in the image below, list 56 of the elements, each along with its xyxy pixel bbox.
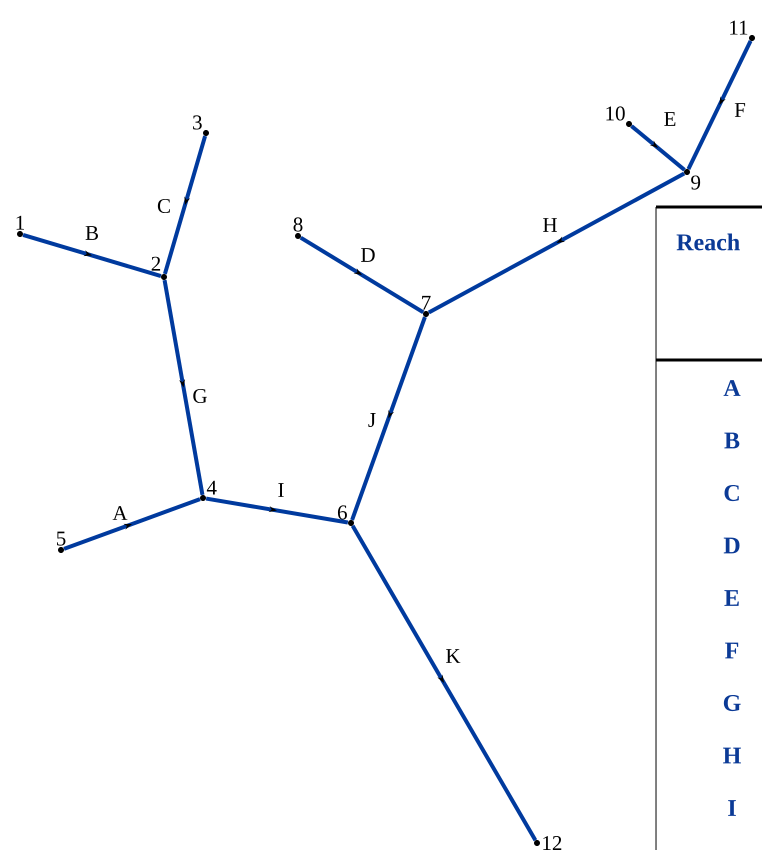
junction-point: 6 — [338, 505, 354, 526]
table-cell: F — [725, 642, 738, 658]
node-label: 7 — [422, 296, 431, 310]
river-reach — [206, 496, 348, 524]
edge-label: B — [86, 226, 98, 240]
edge-label: A — [112, 506, 128, 520]
river-reach — [350, 524, 538, 842]
river-reach — [63, 497, 201, 551]
river-reach — [162, 136, 208, 274]
junction-point: 12 — [534, 836, 562, 850]
river-reach — [630, 124, 686, 172]
river-reach — [428, 172, 686, 314]
junction-point: 10 — [606, 106, 632, 127]
edge-label: G — [193, 388, 207, 404]
river-reach — [350, 316, 427, 521]
junction-point: 11 — [730, 20, 755, 41]
table-cell: B — [724, 432, 740, 448]
junction-point: 2 — [152, 256, 167, 280]
node-label: 12 — [543, 836, 562, 850]
junction-point: 4 — [200, 480, 217, 501]
edge-label: J — [368, 413, 376, 427]
river-reach — [162, 280, 204, 496]
river-reach — [22, 233, 162, 278]
node-label: 1 — [16, 216, 24, 230]
junction-point: 3 — [193, 115, 209, 136]
table-cell: E — [724, 590, 739, 606]
edge-label: E — [664, 112, 676, 126]
table-cell: G — [724, 694, 741, 712]
edge-label: I — [278, 483, 284, 497]
junction-point: 9 — [684, 169, 700, 190]
junction-point: 1 — [16, 216, 24, 237]
edge-label: C — [158, 198, 170, 214]
edge-label: H — [543, 218, 557, 232]
edge-label: F — [734, 103, 746, 117]
edge-label: D — [361, 248, 375, 262]
node-label: 9 — [691, 175, 700, 190]
node-label: 4 — [206, 480, 217, 495]
edge-label: K — [446, 649, 460, 663]
river-reach — [686, 40, 752, 170]
junction-point: 5 — [56, 532, 66, 553]
junction-point: 7 — [422, 296, 431, 317]
table-cell: H — [723, 748, 741, 764]
node-label: 6 — [338, 505, 347, 520]
column-header: Reach — [676, 234, 740, 250]
junction-point: 8 — [294, 217, 302, 239]
node-label: 2 — [152, 256, 160, 271]
table-cell: D — [724, 538, 740, 554]
node-label: 11 — [730, 20, 748, 35]
node-label: 3 — [193, 115, 202, 130]
river-reach — [300, 236, 424, 314]
table-cell: I — [728, 800, 736, 816]
node-label: 10 — [606, 106, 625, 121]
node-label: 5 — [56, 532, 66, 546]
node-label: 8 — [294, 217, 302, 232]
table-cell: C — [724, 484, 739, 502]
table-cell: A — [724, 380, 740, 396]
